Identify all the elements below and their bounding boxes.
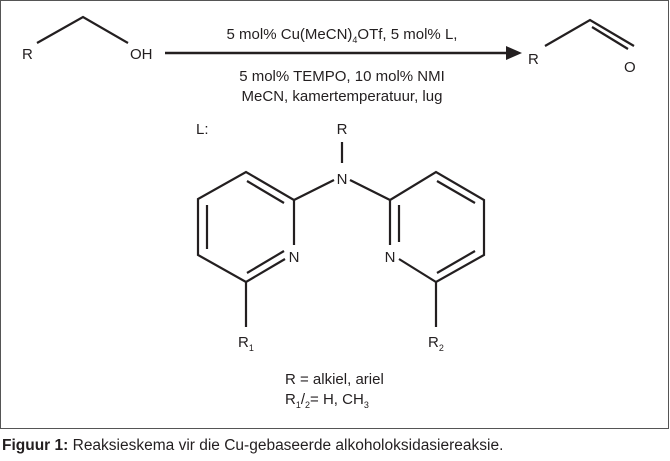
conditions-line-3: MeCN, kamertemperatuur, lug — [242, 88, 443, 105]
caption-label: Figuur 1: — [2, 437, 69, 454]
ligand-legend-line-1: R = alkiel, ariel — [285, 371, 384, 388]
reaction-arrow — [165, 46, 522, 60]
figure-border — [0, 0, 669, 429]
product-aldehyde — [544, 18, 635, 50]
conditions-line-1: 5 mol% Cu(MeCN)4OTf, 5 mol% L, — [227, 26, 458, 45]
figure-caption: Figuur 1: Reaksieskema vir die Cu-gebase… — [2, 437, 503, 455]
reactant-alcohol — [36, 15, 129, 44]
conditions-line-2: 5 mol% TEMPO, 10 mol% NMI — [239, 68, 445, 85]
reactant-oh-label: OH — [130, 46, 153, 63]
r2-label: R2 — [428, 334, 444, 353]
reaction-scheme: R OH 5 mol% Cu(MeCN)4OTf, 5 mol% L, 5 mo… — [0, 0, 669, 429]
ligand-label: L: — [196, 121, 209, 138]
ligand-structure — [196, 142, 486, 327]
product-o-label: O — [624, 59, 636, 76]
ligand-legend-line-2: R1/2= H, CH3 — [285, 391, 369, 410]
product-r-label: R — [528, 51, 539, 68]
ligand-r-label: R — [337, 121, 348, 138]
reactant-r-label: R — [22, 46, 33, 63]
ligand-n-central: N — [337, 171, 348, 188]
r1-label: R1 — [238, 334, 254, 353]
caption-text: Reaksieskema vir die Cu-gebaseerde alkoh… — [68, 437, 504, 454]
ligand-n-left: N — [289, 249, 300, 266]
ligand-n-right: N — [385, 249, 396, 266]
